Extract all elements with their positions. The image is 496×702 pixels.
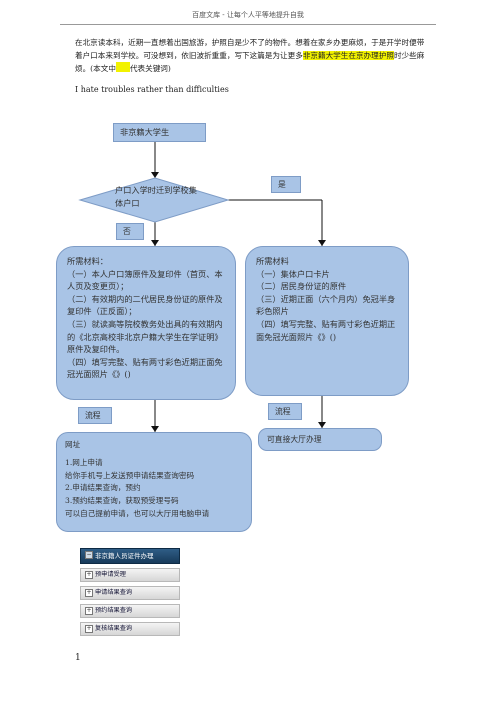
decision-line-1: 户口入学时迁到学校集 (115, 185, 197, 195)
minus-icon: − (85, 551, 93, 559)
right-material-1: （一）集体户口卡片 (256, 268, 330, 279)
menu-item-pre-application[interactable]: + 预申请受理 (80, 568, 180, 582)
intro-paragraph: 在北京读本科，近期一直想着出国旅游，护照自是少不了的物件。想着在家乡办更麻烦，于… (75, 37, 430, 76)
left-materials-box: 所需材料： （一）本人户口簿原件及复印件（首页、本人页及变更页）； （二）有效期… (56, 246, 236, 400)
left-material-3: （三）就读高等院校教务处出具的有效期内的《北京高校非北京户籍大学生在学证明》原件… (67, 318, 223, 355)
right-material-3: （三）近期正面（六个月内）免冠半身彩色照片 (256, 293, 396, 317)
plus-icon: + (85, 625, 93, 633)
right-materials-box: 所需材料 （一）集体户口卡片 （二）居民身份证的原件 （三）近期正面（六个月内）… (245, 246, 409, 396)
decision-text: 户口入学时迁到学校集 体户口 (115, 184, 225, 210)
header-rule (60, 24, 436, 25)
left-material-4: （四）填写完整、贴有两寸彩色近期正面免冠光面照片《》() (67, 356, 223, 380)
process-label-right: 流程 (268, 403, 302, 420)
web-step-3: 3.预约结果查询，获取预受理号码 (65, 496, 179, 506)
decision-line-2: 体户口 (115, 198, 140, 208)
intro-text-1: 在北京读本科，近期一直想着出国旅游，护照自是少不了的物件。想着在家乡办更麻烦，于… (75, 38, 425, 60)
menu-title: 非京籍人员证件办理 (95, 552, 154, 560)
process-label-left: 流程 (78, 407, 112, 424)
right-material-4: （四）填写完整、贴有两寸彩色近期正面免冠光面照片《》() (256, 318, 396, 342)
yes-label: 是 (271, 176, 301, 193)
plus-icon: + (85, 607, 93, 615)
menu-item-label: 预申请受理 (95, 571, 126, 578)
menu-item-review-result[interactable]: + 复核结果查询 (80, 622, 180, 636)
intro-text-3: 代表关键词) (129, 64, 171, 73)
right-material-2: （二）居民身份证的原件 (256, 281, 347, 292)
left-material-2: （二）有效期内的二代居民身份证的原件及复印件（正反面）； (67, 293, 223, 317)
english-line: I hate troubles rather than difficulties (75, 85, 229, 94)
service-menu: − 非京籍人员证件办理 + 预申请受理 + 申请结果查询 + 预约结果查询 + … (80, 548, 180, 636)
menu-item-label: 申请结果查询 (95, 589, 133, 596)
plus-icon: + (85, 571, 93, 579)
web-step-1: 1.网上申请 (65, 457, 103, 467)
page-number: 1 (75, 653, 81, 663)
online-process-box: 网址 1.网上申请 给你手机号上发送预申请结果查询密码 2.申请结果查询，预约 … (56, 432, 252, 532)
intro-text-2: 时少些麻烦。(本文中 (75, 50, 425, 74)
keyword-marker (115, 62, 130, 72)
no-label: 否 (116, 223, 144, 240)
menu-item-appointment-result[interactable]: + 预约结果查询 (80, 604, 180, 618)
web-step-1-note: 给你手机号上发送预申请结果查询密码 (65, 470, 195, 480)
menu-item-label: 复核结果查询 (95, 625, 133, 632)
page-header: 百度文库 - 让每个人平等地提升自我 (192, 11, 304, 19)
left-material-1: （一）本人户口簿原件及复印件（首页、本人页及变更页）； (67, 268, 223, 292)
web-title: 网址 (65, 440, 81, 449)
start-box: 非京籍大学生 (113, 123, 206, 142)
decision-diamond (78, 177, 230, 223)
plus-icon: + (85, 589, 93, 597)
intro-keyword: 非京籍大学生在京办理护照 (302, 50, 394, 60)
web-step-2: 2.申请结果查询，预约 (65, 483, 141, 493)
web-note: 可以自己提前申请，也可以大厅用电脑申请 (65, 508, 210, 518)
hall-box: 可直接大厅办理 (258, 428, 382, 451)
left-materials-title: 所需材料： (67, 256, 108, 266)
menu-item-application-result[interactable]: + 申请结果查询 (80, 586, 180, 600)
right-materials-title: 所需材料 (256, 256, 289, 266)
menu-header[interactable]: − 非京籍人员证件办理 (80, 548, 180, 564)
menu-item-label: 预约结果查询 (95, 607, 133, 614)
